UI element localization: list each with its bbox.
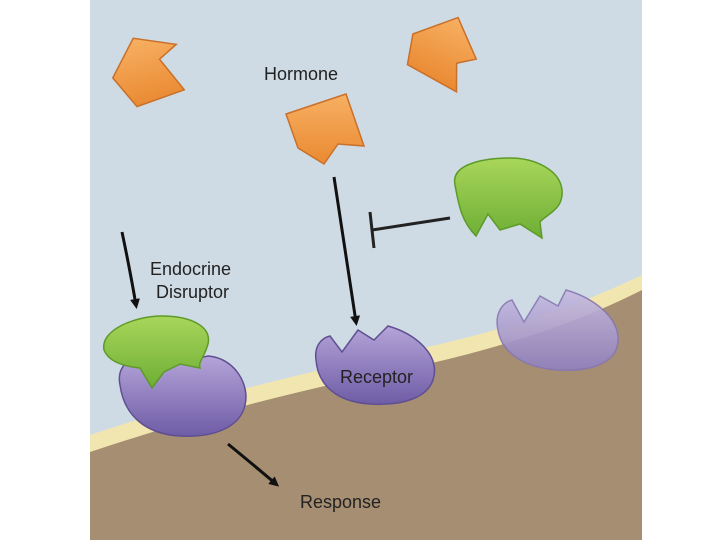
- endocrine-disruptor-label-line1: Endocrine: [150, 259, 231, 279]
- hormone-label: Hormone: [264, 64, 338, 84]
- receptor-icon: [496, 289, 619, 372]
- receptor-icon: [314, 325, 436, 406]
- endocrine-disruptor-label-line2: Disruptor: [156, 282, 229, 302]
- disruptor-binding-arrow: [120, 231, 140, 309]
- inhibition-icon: [368, 211, 451, 249]
- hormone-molecule-icon: [111, 37, 186, 108]
- hormone-molecule-icon: [285, 93, 366, 166]
- endocrine-disruptor-icon: [454, 157, 563, 240]
- hormone-binding-arrow: [332, 176, 361, 326]
- response-label: Response: [300, 492, 381, 512]
- receptor-label: Receptor: [340, 367, 413, 387]
- endocrine-disruptor-icon: [103, 315, 210, 390]
- cytoplasm-region: [90, 285, 642, 540]
- diagram-canvas: Hormone Endocrine Disruptor Receptor Res…: [90, 0, 642, 540]
- endocrine-disruptor-diagram: Hormone Endocrine Disruptor Receptor Res…: [90, 0, 642, 540]
- hormone-molecule-icon: [406, 16, 478, 94]
- response-arrow: [227, 442, 280, 487]
